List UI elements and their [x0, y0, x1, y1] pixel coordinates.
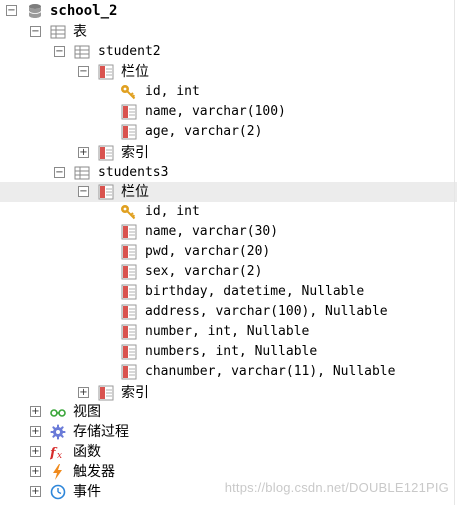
column-label: id, int — [145, 84, 200, 99]
key-icon — [121, 205, 136, 220]
column-icon — [98, 184, 114, 200]
glasses-icon — [50, 409, 66, 417]
tree-node-column[interactable]: id, int — [0, 202, 457, 222]
collapse-toggle[interactable]: − — [30, 26, 41, 37]
tree-node-tables[interactable]: − 表 — [0, 22, 457, 42]
tree-node-column[interactable]: number, int, Nullable — [0, 322, 457, 342]
expand-toggle[interactable]: + — [30, 426, 41, 437]
tree-node-triggers[interactable]: + 触发器 — [0, 462, 457, 482]
tree-node-database[interactable]: − school_2 — [0, 1, 457, 21]
tree-node-column[interactable]: address, varchar(100), Nullable — [0, 302, 457, 322]
tree-node-table-student2[interactable]: − student2 — [0, 42, 457, 62]
tree-node-indexes[interactable]: + 索引 — [0, 143, 457, 163]
indexes-folder-label: 索引 — [121, 385, 149, 401]
tree-node-views[interactable]: + 视图 — [0, 402, 457, 422]
expand-toggle[interactable]: + — [78, 147, 89, 158]
column-icon — [121, 224, 137, 240]
gear-icon — [50, 424, 66, 440]
collapse-toggle[interactable]: − — [54, 167, 65, 178]
collapse-toggle[interactable]: − — [78, 66, 89, 77]
tree-node-column[interactable]: birthday, datetime, Nullable — [0, 282, 457, 302]
database-name: school_2 — [50, 3, 118, 19]
tree-node-column[interactable]: sex, varchar(2) — [0, 262, 457, 282]
tree-node-indexes[interactable]: + 索引 — [0, 383, 457, 403]
svg-text:f: f — [50, 446, 58, 460]
functions-folder-label: 函数 — [73, 444, 101, 460]
collapse-toggle[interactable]: − — [78, 186, 89, 197]
tree-node-column[interactable]: name, varchar(100) — [0, 102, 457, 122]
tree-node-column[interactable]: numbers, int, Nullable — [0, 342, 457, 362]
column-icon — [121, 284, 137, 300]
column-label: name, varchar(30) — [145, 224, 279, 239]
tree-node-events[interactable]: + 事件 — [0, 482, 457, 502]
collapse-toggle[interactable]: − — [6, 5, 17, 16]
index-icon — [98, 145, 114, 161]
index-icon — [98, 385, 114, 401]
column-label: sex, varchar(2) — [145, 264, 263, 279]
tree-node-column[interactable]: name, varchar(30) — [0, 222, 457, 242]
column-icon — [121, 324, 137, 340]
tree-node-column[interactable]: pwd, varchar(20) — [0, 242, 457, 262]
tree-node-column[interactable]: age, varchar(2) — [0, 122, 457, 142]
column-icon — [121, 264, 137, 280]
tables-folder-label: 表 — [73, 24, 87, 40]
tree-node-functions[interactable]: + f x 函数 — [0, 442, 457, 462]
expand-toggle[interactable]: + — [30, 466, 41, 477]
views-folder-label: 视图 — [73, 404, 101, 420]
clock-icon — [50, 484, 66, 500]
column-label: chanumber, varchar(11), Nullable — [145, 364, 396, 379]
column-icon — [121, 304, 137, 320]
table-name: students3 — [98, 165, 169, 180]
column-icon — [121, 364, 137, 380]
column-label: pwd, varchar(20) — [145, 244, 271, 259]
key-icon — [121, 85, 136, 100]
tree-node-columns[interactable]: − 栏位 — [0, 62, 457, 82]
tree-node-procedures[interactable]: + 存储过程 — [0, 422, 457, 442]
tree-node-table-students3[interactable]: − students3 — [0, 163, 457, 183]
tree-node-column[interactable]: chanumber, varchar(11), Nullable — [0, 362, 457, 382]
column-icon — [98, 64, 114, 80]
column-label: id, int — [145, 204, 200, 219]
expand-toggle[interactable]: + — [78, 387, 89, 398]
column-icon — [121, 244, 137, 260]
column-label: age, varchar(2) — [145, 124, 263, 139]
database-icon — [28, 4, 42, 18]
svg-text:x: x — [57, 451, 62, 460]
events-folder-label: 事件 — [73, 484, 101, 500]
indexes-folder-label: 索引 — [121, 145, 149, 161]
panel-border — [454, 0, 455, 505]
columns-folder-label: 栏位 — [121, 184, 149, 200]
fx-icon: f x — [50, 446, 62, 460]
column-label: number, int, Nullable — [145, 324, 310, 339]
procedures-folder-label: 存储过程 — [73, 424, 129, 440]
table-icon — [74, 166, 90, 180]
table-icon — [50, 25, 66, 39]
collapse-toggle[interactable]: − — [54, 46, 65, 57]
triggers-folder-label: 触发器 — [73, 464, 115, 480]
tree-node-columns[interactable]: − 栏位 — [0, 182, 457, 202]
expand-toggle[interactable]: + — [30, 406, 41, 417]
column-label: birthday, datetime, Nullable — [145, 284, 365, 299]
expand-toggle[interactable]: + — [30, 486, 41, 497]
expand-toggle[interactable]: + — [30, 446, 41, 457]
column-label: name, varchar(100) — [145, 104, 286, 119]
table-icon — [74, 45, 90, 59]
column-icon — [121, 124, 137, 140]
column-icon — [121, 104, 137, 120]
columns-folder-label: 栏位 — [121, 64, 149, 80]
tree-node-column[interactable]: id, int — [0, 82, 457, 102]
column-label: numbers, int, Nullable — [145, 344, 318, 359]
watermark: https://blog.csdn.net/DOUBLE121PIG — [224, 480, 449, 495]
lightning-icon — [53, 464, 62, 480]
column-icon — [121, 344, 137, 360]
table-name: student2 — [98, 44, 161, 59]
column-label: address, varchar(100), Nullable — [145, 304, 388, 319]
